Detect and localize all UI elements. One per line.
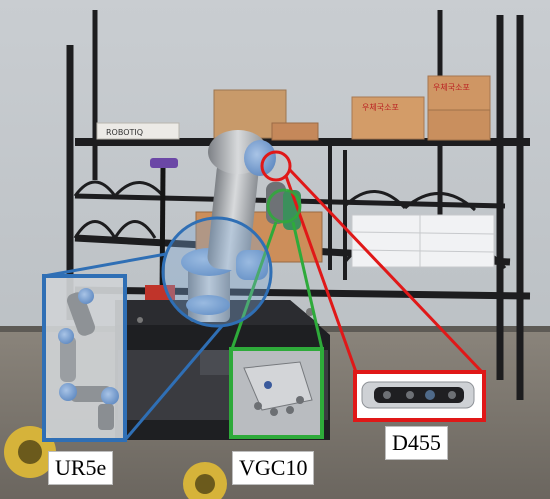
arm-callout [42,216,273,442]
camera-callout [260,150,486,422]
vgc10-gripper-image [243,361,313,411]
vgc10-label: VGC10 [232,451,315,485]
robotiq-box-text: ROBOTIQ [106,128,143,137]
gripper-callout [229,188,324,439]
parcel-box-text-a: 우체국소포 [362,102,399,112]
parcel-box-text-b: 우체국소포 [433,82,470,92]
d455-label: D455 [385,426,448,460]
purple-handle [150,158,178,168]
robot-arm [181,130,301,322]
ur5e-label: UR5e [48,451,114,485]
ur5e-arm-image [58,288,119,430]
